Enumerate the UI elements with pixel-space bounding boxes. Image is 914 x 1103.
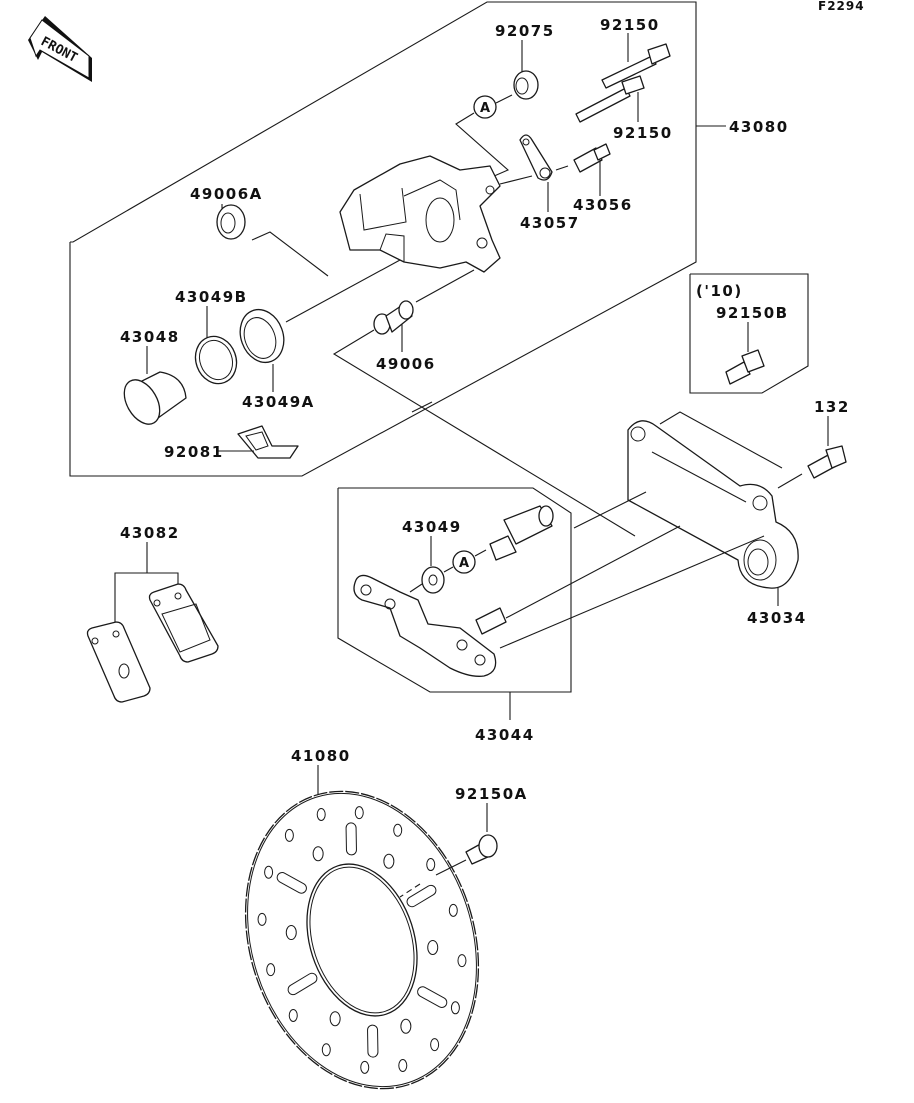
disc-outer-hole [266,963,276,977]
part-43048-piston [123,371,187,425]
callout-132: 132 [814,398,850,416]
reference-marker-a-top: A [473,95,497,119]
callout-43049B: 43049B [175,288,248,306]
callout-43048: 43048 [120,328,180,346]
reference-marker-a-lower: A [452,550,476,574]
callout-43057: 43057 [520,214,580,232]
disc-outer-hole [264,865,274,879]
part-92150B-bolt [725,349,765,385]
brake-disc-holes [257,806,467,1074]
svg-text:A: A [480,101,490,116]
year-note: ('10) [696,282,743,300]
part-92150A-disc-bolt [465,834,498,865]
part-43034-torque-link [627,420,799,589]
disc-slot [276,872,307,894]
callout-43082: 43082 [120,524,180,542]
callout-43044: 43044 [475,726,535,744]
part-132-bolt [807,445,847,479]
part-43082-pad-left [86,621,151,703]
part-41080-brake-disc [244,790,480,1090]
part-92150-pin-upper [601,43,671,89]
disc-mount-hole [312,846,324,862]
part-92075-bushing [513,70,539,100]
part-bracket-slide-pin [489,505,554,561]
disc-slot [345,822,357,856]
caliper-assembly-outline [69,1,697,477]
callout-92150-top: 92150 [600,16,660,34]
disc-outer-hole [393,823,403,837]
disc-outer-hole [284,828,294,842]
disc-mount-hole [400,1018,412,1034]
disc-mount-hole [285,925,297,941]
year-variant-box [689,273,809,394]
part-92081-pad-spring [237,425,299,459]
disc-outer-hole [448,903,458,917]
callout-41080: 41080 [291,747,351,765]
part-43082-pad-right [148,583,219,663]
disc-outer-hole [257,912,267,926]
callout-92081: 92081 [164,443,224,461]
part-43057-bleeder-plate [519,134,553,181]
figure-code: F2294 [818,0,865,13]
callout-43056: 43056 [573,196,633,214]
part-92150-pin-lower [575,75,645,123]
disc-mount-hole [383,853,395,869]
disc-slot [287,972,318,996]
part-43049B-piston-seal [194,335,238,385]
disc-outer-hole [360,1060,370,1074]
disc-outer-hole [316,807,326,821]
disc-outer-hole [321,1043,331,1057]
callout-43049A: 43049A [242,393,315,411]
disc-slot [406,884,437,908]
part-49006A-boot [216,204,246,240]
disc-mount-hole [329,1011,341,1027]
part-43056-bleeder-valve [573,143,611,173]
front-arrow-icon: FRONT [28,16,92,82]
callout-92150A: 92150A [455,785,528,803]
caliper-body [339,155,501,273]
disc-outer-hole [426,858,436,872]
disc-outer-hole [288,1008,298,1022]
callout-43080: 43080 [729,118,789,136]
callout-43034: 43034 [747,609,807,627]
disc-outer-hole [354,806,364,820]
disc-slot [417,986,448,1008]
callout-49006: 49006 [376,355,436,373]
callout-49006A: 49006A [190,185,263,203]
disc-slot [367,1024,379,1058]
svg-text:A: A [459,556,469,571]
callout-92075: 92075 [495,22,555,40]
part-43049-washer [421,566,445,594]
callout-92150-lower: 92150 [613,124,673,142]
disc-mount-hole [427,939,439,955]
disc-outer-hole [457,954,467,968]
disc-outer-hole [450,1001,460,1015]
bracket-assembly-outline [337,487,572,693]
callout-92150B: 92150B [716,304,789,322]
part-43044-caliper-bracket [353,574,507,677]
part-49006-slide-pin [373,300,414,335]
disc-outer-hole [398,1059,408,1073]
callout-43049: 43049 [402,518,462,536]
disc-outer-hole [430,1038,440,1052]
part-43049A-dust-seal [239,308,285,364]
